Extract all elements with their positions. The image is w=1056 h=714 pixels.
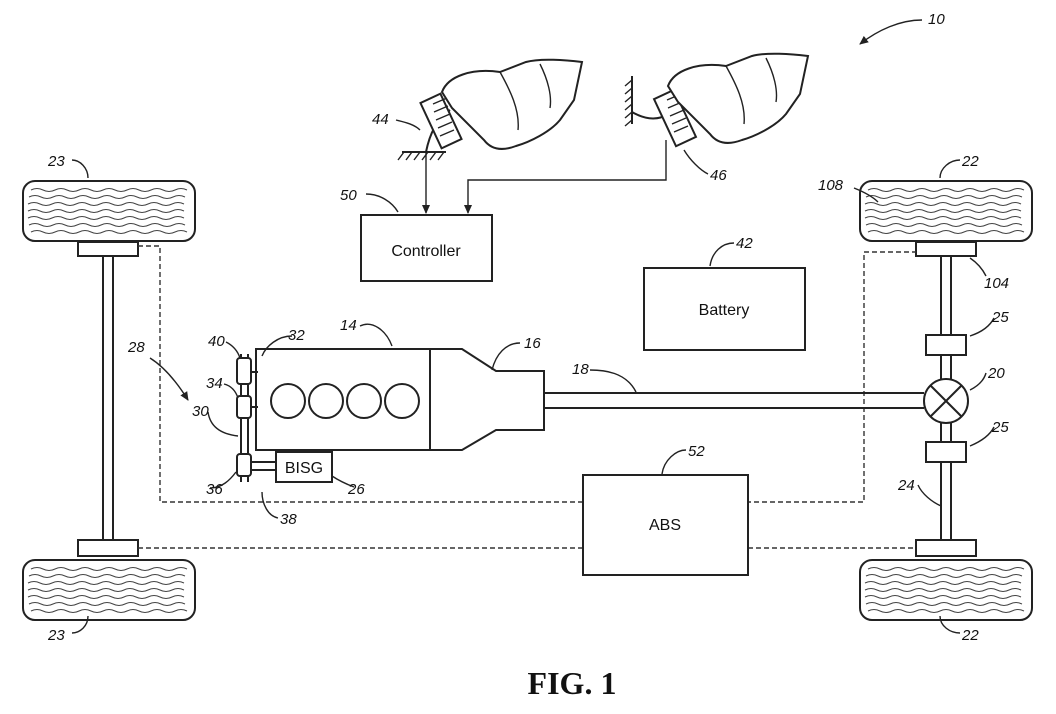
- ref-23-top: 23: [47, 153, 65, 170]
- controller-label: Controller: [391, 243, 461, 260]
- half-shaft-upper: [925, 334, 967, 356]
- ref-24: 24: [897, 477, 915, 494]
- abs-label: ABS: [649, 517, 681, 534]
- transmission: [429, 348, 545, 451]
- front-hub-bottom: [77, 539, 139, 557]
- figure-caption: FIG. 1: [528, 665, 617, 701]
- ref-104: 104: [984, 275, 1009, 292]
- front-right-tire: [22, 559, 196, 621]
- signal-lines: [138, 245, 916, 549]
- abs-block: ABS: [582, 474, 749, 576]
- front-left-tire: [22, 180, 196, 242]
- ref-32: 32: [288, 327, 305, 344]
- ref-18: 18: [572, 361, 589, 378]
- ref-10: 10: [928, 11, 945, 28]
- ref-16: 16: [524, 335, 541, 352]
- system-arrow: [859, 19, 923, 45]
- accelerator-foot: [440, 58, 584, 150]
- ref-14: 14: [340, 317, 357, 334]
- bisg-label: BISG: [285, 460, 323, 477]
- battery-label: Battery: [699, 302, 750, 319]
- differential: [923, 378, 969, 424]
- ref-34: 34: [206, 375, 223, 392]
- ref-30: 30: [192, 403, 209, 420]
- ref-44: 44: [372, 111, 389, 128]
- half-shaft-lower: [925, 441, 967, 463]
- controller-block: Controller: [360, 214, 493, 282]
- ref-46: 46: [710, 167, 727, 184]
- engine: [255, 348, 431, 451]
- ref-23-bottom: 23: [47, 627, 65, 644]
- driveshaft: [544, 392, 924, 409]
- ref-28: 28: [127, 339, 145, 356]
- ref-36: 36: [206, 481, 223, 498]
- belt-drive: [236, 354, 276, 482]
- ref-40: 40: [208, 333, 225, 350]
- rear-hub-bottom: [915, 539, 977, 557]
- ref-108: 108: [818, 177, 844, 194]
- bisg-block: BISG: [275, 451, 333, 483]
- front-axle: [102, 256, 114, 540]
- ref-20: 20: [987, 365, 1005, 382]
- ref-26: 26: [347, 481, 365, 498]
- ref-50: 50: [340, 187, 357, 204]
- ref-25-lower: 25: [991, 419, 1009, 436]
- brake-signal-line: [464, 140, 667, 214]
- battery-block: Battery: [643, 267, 806, 351]
- ref-42: 42: [736, 235, 753, 252]
- rear-left-tire: [859, 180, 1033, 242]
- ref-25-upper: 25: [991, 309, 1009, 326]
- front-hub-top: [77, 241, 139, 257]
- ref-22-top: 22: [961, 153, 979, 170]
- rear-right-tire: [859, 559, 1033, 621]
- ref-22-bottom: 22: [961, 627, 979, 644]
- leader-lines: [71, 119, 995, 634]
- brake-foot: [666, 52, 810, 144]
- ref-52: 52: [688, 443, 705, 460]
- rear-hub-top: [915, 241, 977, 257]
- accelerator-pedal: [397, 92, 463, 161]
- ref-38: 38: [280, 511, 297, 528]
